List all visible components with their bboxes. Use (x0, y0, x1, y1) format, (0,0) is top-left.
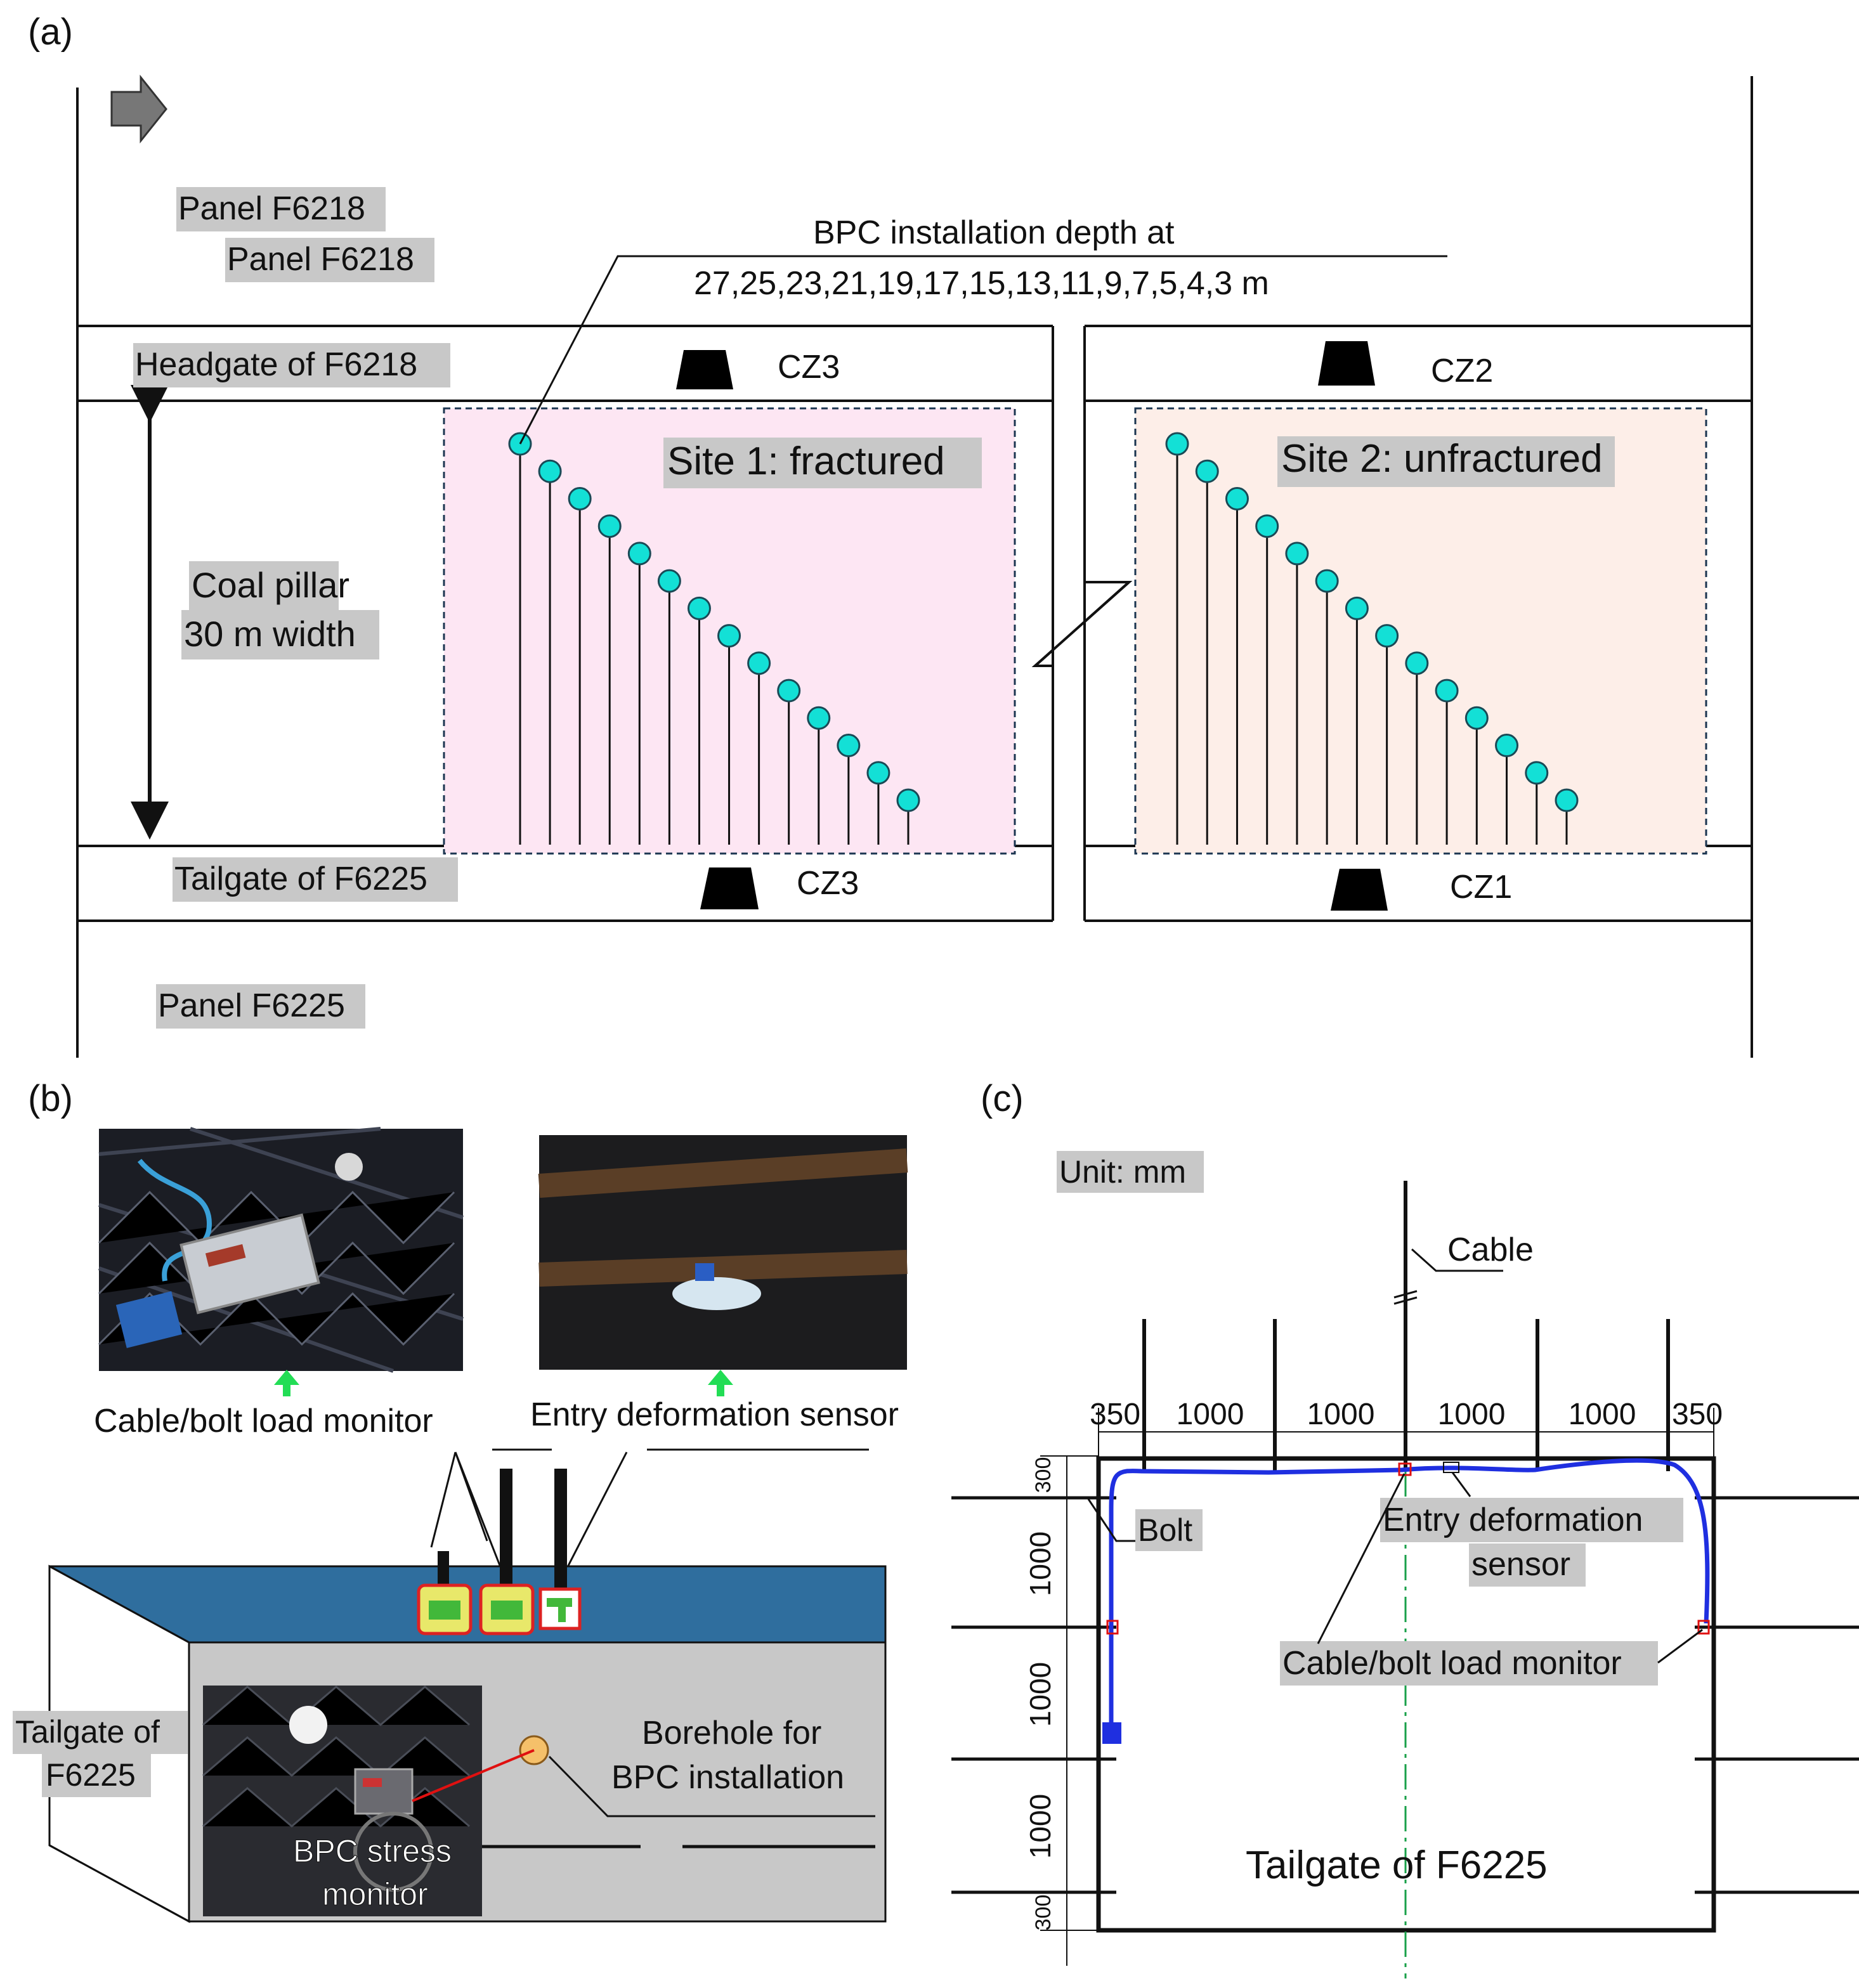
photo-bpc-monitor (202, 1686, 482, 1916)
direction-arrow-icon (110, 74, 167, 144)
panel-c-label: (c) (981, 1078, 1024, 1119)
bolt-label: Bolt (1138, 1512, 1192, 1548)
top-dimension-label: 350 (1672, 1398, 1723, 1431)
bpc-sensor (1315, 569, 1339, 593)
bpc-sensor (1375, 624, 1399, 648)
panel-b-label: (b) (28, 1078, 73, 1119)
tailgate-b-label-2: F6225 (46, 1757, 136, 1793)
bpc-sensor (627, 542, 651, 566)
site-2-label: Site 2: unfractured (1281, 437, 1603, 481)
deformation-profile (1109, 1458, 1710, 1731)
side-dimension-line (1040, 1455, 1099, 1966)
cz-head-left-label: CZ3 (778, 349, 840, 386)
bpc-sensor (1435, 679, 1459, 703)
bpc-sensor (807, 706, 831, 730)
borehole-label-2: BPC installation (611, 1759, 844, 1796)
cz-head-left-icon (676, 350, 733, 389)
cable-monitor-label: Cable/bolt load monitor (94, 1403, 433, 1439)
panel-top-label-2: Panel F6218 (227, 241, 414, 278)
panel-bottom-label: Panel F6225 (158, 987, 345, 1024)
side-dimension-label: 1000 (1024, 1794, 1057, 1859)
side-bolts (951, 1496, 1859, 1894)
pillar-label-2: 30 m width (184, 614, 356, 654)
panel-b: (b) Cable/bolt load monitor (13, 1078, 908, 1923)
top-dimension-label: 1000 (1569, 1398, 1636, 1431)
photo-load-monitor (98, 1127, 464, 1373)
panel-a: (a) Panel F (28, 11, 1753, 1058)
bpc-sensor (1555, 788, 1579, 812)
bpc-sensor (538, 459, 562, 483)
bpc-sensors-site-1 (508, 432, 920, 845)
side-dimensions: 300 1000 1000 1000 300 (1024, 1457, 1088, 1931)
bpc-monitor-label-2: monitor (322, 1876, 428, 1912)
top-dimension-label: 1000 (1177, 1398, 1244, 1431)
tailgate-c-label: Tailgate of F6225 (1246, 1843, 1548, 1887)
deformation-sensor-label: Entry deformation sensor (530, 1396, 899, 1433)
bpc-leader-line (519, 255, 1447, 445)
tailgate-b-label-1: Tailgate of (15, 1714, 160, 1750)
bpc-sensor (1165, 432, 1189, 456)
green-arrow-icon (274, 1370, 299, 1396)
cz-tail-right-label: CZ1 (1450, 869, 1512, 906)
bpc-sensor (687, 596, 711, 620)
pillar-label-1: Coal pillar (192, 565, 349, 605)
bpc-sensor (1405, 651, 1429, 675)
bpc-sensor (657, 569, 681, 593)
panel-c: (c) Unit: mm (951, 1078, 1859, 1978)
cable-label: Cable (1447, 1231, 1534, 1268)
bpc-sensor (837, 734, 861, 758)
tailgate-a-label: Tailgate of F6225 (174, 861, 427, 897)
photo-deformation-sensor (538, 1135, 908, 1370)
panel-top-label-1: Panel F6218 (178, 190, 365, 227)
bpc-monitor-label-1: BPC stress (293, 1833, 452, 1869)
top-dimension-label: 1000 (1307, 1398, 1375, 1431)
bpc-sensor (747, 651, 771, 675)
cz-head-right-icon (1318, 341, 1375, 386)
bpc-depth-title: BPC installation depth at (813, 214, 1175, 251)
bpc-sensor (717, 624, 741, 648)
side-dimension-label: 1000 (1024, 1531, 1057, 1596)
deformation-label-2: sensor (1471, 1546, 1570, 1583)
bpc-sensor (1464, 706, 1489, 730)
cz-tail-left-label: CZ3 (797, 865, 859, 902)
headgate-label: Headgate of F6218 (135, 346, 417, 383)
cz-head-right-label: CZ2 (1431, 353, 1493, 389)
bpc-depth-values: 27,25,23,21,19,17,15,13,11,9,7,5,4,3 m (694, 265, 1269, 302)
bpc-sensor (866, 761, 890, 785)
bpc-sensor (1225, 486, 1249, 510)
unit-label: Unit: mm (1059, 1154, 1186, 1190)
bpc-sensor (597, 514, 622, 538)
top-dimension-label: 1000 (1438, 1398, 1506, 1431)
top-dimension-label: 350 (1090, 1398, 1140, 1431)
bpc-sensor (1345, 596, 1369, 620)
side-dimension-label: 300 (1031, 1895, 1055, 1931)
profile-end-marker (1102, 1722, 1121, 1744)
deformation-label-1: Entry deformation (1383, 1502, 1643, 1538)
bpc-sensor (1255, 514, 1279, 538)
side-dimension-label: 300 (1031, 1457, 1055, 1493)
cz-tail-left-icon (700, 867, 759, 909)
bpc-sensor (568, 486, 592, 510)
cz-tail-right-icon (1331, 869, 1388, 911)
green-arrow-icon (708, 1370, 733, 1396)
top-dimensions: 350 1000 1000 1000 1000 350 (1090, 1398, 1723, 1452)
borehole-label-1: Borehole for (642, 1715, 821, 1751)
bpc-sensor (1195, 459, 1219, 483)
load-monitor-label: Cable/bolt load monitor (1282, 1645, 1622, 1682)
bpc-sensor (1525, 761, 1549, 785)
site-1-label: Site 1: fractured (667, 439, 945, 483)
bpc-sensor (1285, 542, 1309, 566)
roof-sensors (417, 1469, 582, 1635)
bpc-sensor (777, 679, 801, 703)
bpc-sensor (1495, 734, 1519, 758)
side-dimension-label: 1000 (1024, 1662, 1057, 1727)
panel-a-label: (a) (28, 11, 73, 53)
bpc-sensor (896, 788, 920, 812)
bpc-sensors-site-2 (1165, 432, 1579, 845)
